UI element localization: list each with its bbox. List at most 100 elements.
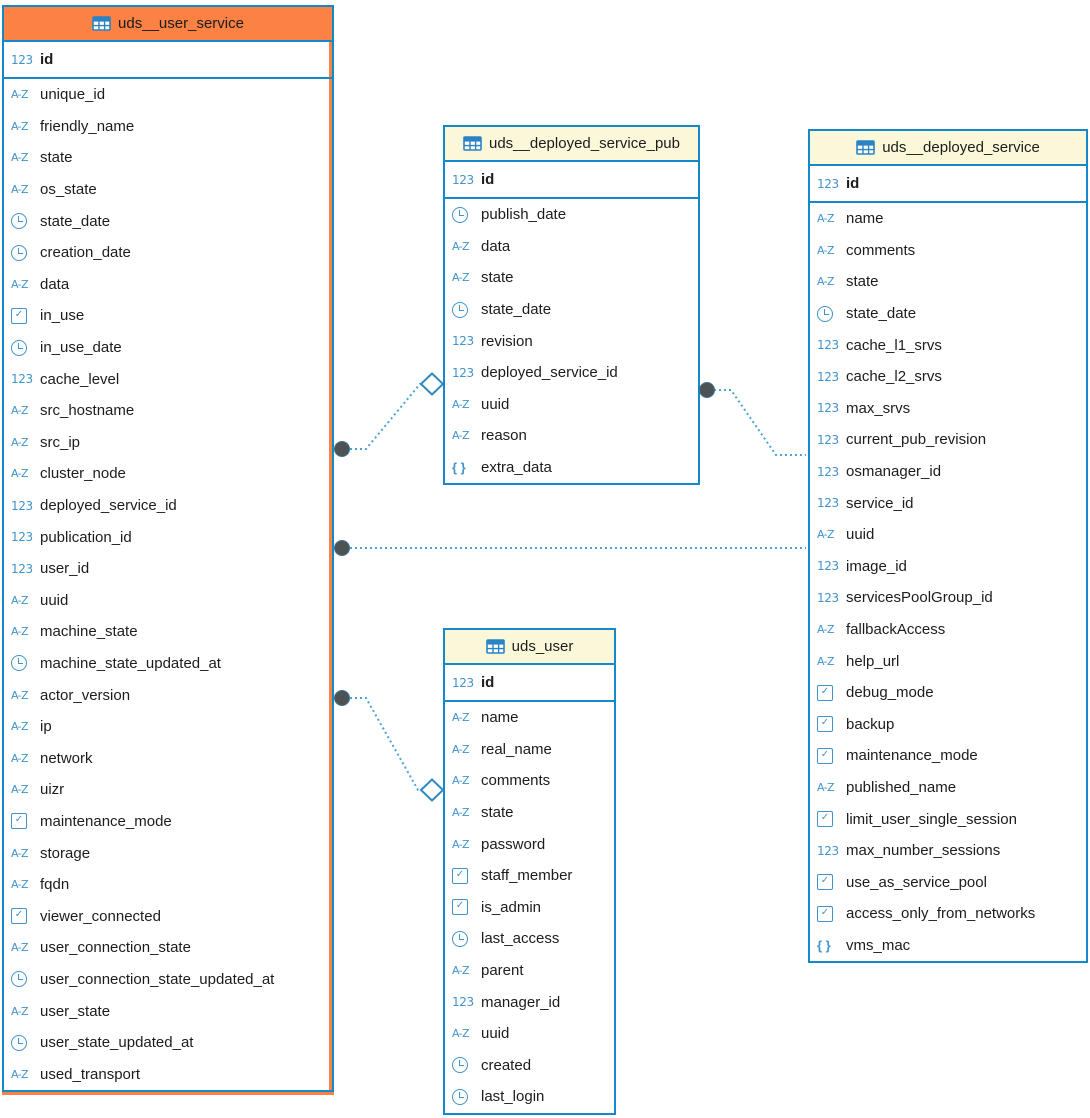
entity-header[interactable]: uds__user_service <box>4 7 332 42</box>
column-row[interactable]: manager_id <box>445 986 614 1018</box>
column-row[interactable]: state <box>445 797 614 829</box>
column-row[interactable]: ip <box>4 711 332 743</box>
string-type-icon <box>11 742 35 774</box>
column-row[interactable]: publish_date <box>445 199 698 231</box>
column-row[interactable]: uuid <box>4 585 332 617</box>
column-row[interactable]: deployed_service_id <box>4 490 332 522</box>
column-row[interactable]: created <box>445 1050 614 1082</box>
column-row[interactable]: cache_l1_srvs <box>810 329 1086 361</box>
column-row[interactable]: real_name <box>445 734 614 766</box>
column-row[interactable]: storage <box>4 837 332 869</box>
entity-header[interactable]: uds__deployed_service <box>810 131 1086 166</box>
entity-uds__user_service[interactable]: uds__user_service id unique_idfriendly_n… <box>2 5 334 1092</box>
column-row[interactable]: fallbackAccess <box>810 614 1086 646</box>
column-row[interactable]: in_use <box>4 300 332 332</box>
column-name: backup <box>846 715 895 733</box>
column-row[interactable]: src_ip <box>4 427 332 459</box>
column-name: id <box>40 51 54 68</box>
column-row[interactable]: last_login <box>445 1081 614 1113</box>
column-row[interactable]: viewer_connected <box>4 900 332 932</box>
number-type-icon <box>817 551 841 583</box>
column-row[interactable]: reason <box>445 420 698 452</box>
column-row[interactable]: state <box>445 262 698 294</box>
column-row[interactable]: uuid <box>445 1018 614 1050</box>
column-row[interactable]: creation_date <box>4 237 332 269</box>
column-row[interactable]: servicesPoolGroup_id <box>810 582 1086 614</box>
column-row[interactable]: password <box>445 828 614 860</box>
column-row[interactable]: machine_state_updated_at <box>4 648 332 680</box>
column-row[interactable]: image_id <box>810 551 1086 583</box>
entity-header[interactable]: uds__deployed_service_pub <box>445 127 698 162</box>
column-row[interactable]: user_state <box>4 995 332 1027</box>
column-row[interactable]: user_connection_state_updated_at <box>4 964 332 996</box>
column-row[interactable]: user_id <box>4 553 332 585</box>
column-row[interactable]: cache_l2_srvs <box>810 361 1086 393</box>
column-row[interactable]: staff_member <box>445 860 614 892</box>
column-row[interactable]: uuid <box>810 519 1086 551</box>
column-row[interactable]: machine_state <box>4 616 332 648</box>
primary-key-row[interactable]: id <box>810 166 1086 203</box>
column-row[interactable]: name <box>810 203 1086 235</box>
string-type-icon <box>11 174 35 206</box>
column-row[interactable]: revision <box>445 325 698 357</box>
column-row[interactable]: user_connection_state <box>4 932 332 964</box>
column-row[interactable]: state <box>4 142 332 174</box>
column-row[interactable]: os_state <box>4 174 332 206</box>
column-row[interactable]: data <box>4 269 332 301</box>
column-row[interactable]: backup <box>810 709 1086 741</box>
column-row[interactable]: fqdn <box>4 869 332 901</box>
column-row[interactable]: user_state_updated_at <box>4 1027 332 1059</box>
column-row[interactable]: state_date <box>445 294 698 326</box>
primary-key-row[interactable]: id <box>4 42 332 79</box>
column-row[interactable]: unique_id <box>4 79 332 111</box>
column-row[interactable]: friendly_name <box>4 111 332 143</box>
entity-uds__deployed_service_pub[interactable]: uds__deployed_service_pub id publish_dat… <box>443 125 700 486</box>
column-row[interactable]: osmanager_id <box>810 456 1086 488</box>
column-row[interactable]: service_id <box>810 487 1086 519</box>
column-row[interactable]: src_hostname <box>4 395 332 427</box>
column-row[interactable]: cache_level <box>4 363 332 395</box>
column-row[interactable]: help_url <box>810 645 1086 677</box>
entity-uds_user[interactable]: uds_user id namereal_namecommentsstatepa… <box>443 628 616 1115</box>
column-row[interactable]: cluster_node <box>4 458 332 490</box>
column-row[interactable]: state <box>810 266 1086 298</box>
column-row[interactable]: is_admin <box>445 892 614 924</box>
column-name: staff_member <box>481 867 573 885</box>
column-row[interactable]: extra_data <box>445 452 698 484</box>
column-row[interactable]: vms_mac <box>810 930 1086 962</box>
column-row[interactable]: maintenance_mode <box>810 740 1086 772</box>
column-row[interactable]: max_number_sessions <box>810 835 1086 867</box>
column-row[interactable]: last_access <box>445 923 614 955</box>
entity-uds__deployed_service[interactable]: uds__deployed_service id namecommentssta… <box>808 129 1088 964</box>
column-row[interactable]: published_name <box>810 772 1086 804</box>
column-row[interactable]: name <box>445 702 614 734</box>
column-row[interactable]: in_use_date <box>4 332 332 364</box>
column-row[interactable]: publication_id <box>4 521 332 553</box>
column-row[interactable]: uuid <box>445 389 698 421</box>
column-row[interactable]: comments <box>445 765 614 797</box>
column-row[interactable]: limit_user_single_session <box>810 803 1086 835</box>
table-icon <box>485 639 505 654</box>
column-row[interactable]: current_pub_revision <box>810 424 1086 456</box>
column-row[interactable]: deployed_service_id <box>445 357 698 389</box>
column-name: servicesPoolGroup_id <box>846 589 993 607</box>
column-row[interactable]: actor_version <box>4 679 332 711</box>
column-row[interactable]: state_date <box>810 298 1086 330</box>
column-row[interactable]: maintenance_mode <box>4 806 332 838</box>
column-row[interactable]: access_only_from_networks <box>810 898 1086 930</box>
string-type-icon <box>11 932 35 964</box>
column-row[interactable]: state_date <box>4 205 332 237</box>
column-row[interactable]: use_as_service_pool <box>810 866 1086 898</box>
column-row[interactable]: used_transport <box>4 1058 332 1090</box>
column-row[interactable]: data <box>445 231 698 263</box>
primary-key-row[interactable]: id <box>445 665 614 702</box>
column-row[interactable]: max_srvs <box>810 393 1086 425</box>
entity-header[interactable]: uds_user <box>445 630 614 665</box>
column-row[interactable]: debug_mode <box>810 677 1086 709</box>
column-row[interactable]: uizr <box>4 774 332 806</box>
column-row[interactable]: parent <box>445 955 614 987</box>
column-row[interactable]: comments <box>810 235 1086 267</box>
column-row[interactable]: network <box>4 742 332 774</box>
column-name: help_url <box>846 652 900 670</box>
primary-key-row[interactable]: id <box>445 162 698 199</box>
